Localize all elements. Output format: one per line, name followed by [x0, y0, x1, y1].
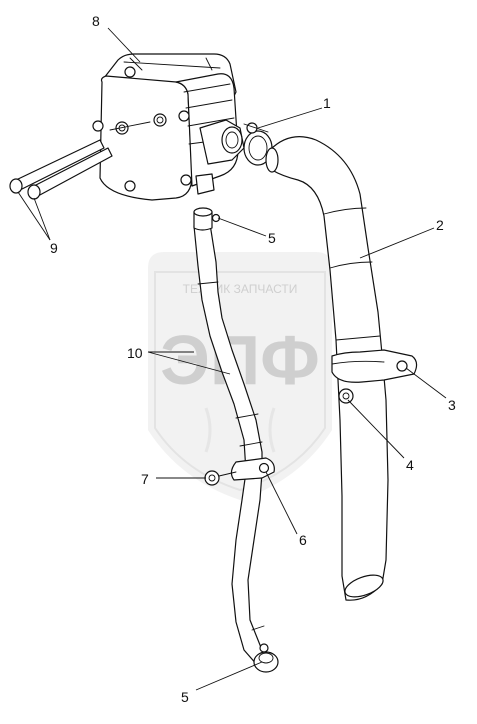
clamp-part-5-upper — [193, 207, 221, 231]
bracket-part-3 — [331, 349, 418, 383]
clamp-part-5-lower — [253, 643, 279, 673]
callout-8: 9 — [50, 240, 58, 256]
watermark-wheat-icon — [204, 407, 276, 453]
callout-5-lower: 5 — [181, 689, 189, 705]
clamp-part-1 — [243, 122, 273, 166]
bolt-part-8 — [9, 139, 113, 200]
callout-4: 4 — [406, 457, 414, 473]
leader-lines — [17, 27, 447, 691]
callout-5-upper: 5 — [268, 230, 276, 246]
callout-3: 3 — [448, 397, 456, 413]
pipe-part-2 — [265, 136, 389, 601]
callout-7: 7 — [141, 471, 149, 487]
callout-1: 1 — [323, 95, 331, 111]
callout-9: 8 — [92, 13, 100, 29]
callout-2: 2 — [436, 217, 444, 233]
callout-10: 10 — [127, 345, 143, 361]
callout-6: 6 — [299, 532, 307, 548]
housing-part-9 — [92, 53, 245, 201]
bracket-part-6 — [230, 457, 275, 481]
nut-part-4 — [338, 388, 354, 404]
